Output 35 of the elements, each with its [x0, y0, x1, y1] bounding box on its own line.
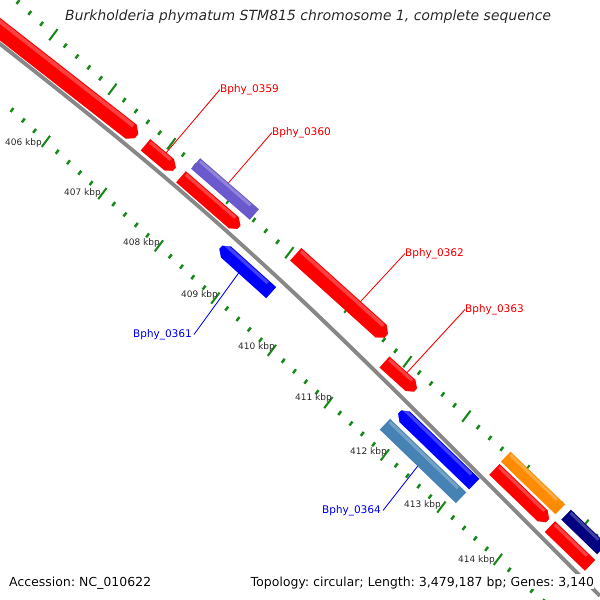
title: Burkholderia phymatum STM815 chromosome 1, complete sequence — [65, 8, 552, 24]
gene-label: Bphy_0363 — [465, 303, 524, 316]
leader-line — [359, 253, 406, 303]
gene-label: Bphy_0364 — [322, 504, 381, 517]
position-label: 406 kbp — [5, 138, 42, 149]
gene-feature — [489, 464, 550, 522]
position-label: 408 kbp — [123, 238, 160, 249]
leader-line — [227, 132, 272, 184]
gene-feature — [561, 510, 600, 554]
accession-text: Accession: NC_010622 — [9, 574, 152, 589]
leader-line — [164, 89, 220, 154]
gene-feature — [398, 408, 480, 490]
gene-feature — [219, 244, 276, 298]
position-label: 410 kbp — [238, 342, 275, 353]
leader-line — [406, 309, 466, 374]
gene-feature — [379, 356, 418, 392]
summary-text: Topology: circular; Length: 3,479,187 bp; Genes: 3,140 — [250, 574, 594, 589]
position-label: 411 kbp — [295, 393, 332, 404]
gene-label: Bphy_0360 — [272, 126, 331, 139]
gene-label: Bphy_0362 — [405, 247, 464, 260]
position-label: 412 kbp — [350, 447, 387, 458]
position-label: 413 kbp — [404, 500, 441, 511]
gene-feature — [190, 158, 260, 220]
position-label: 414 kbp — [458, 555, 495, 566]
position-label: 407 kbp — [64, 188, 101, 199]
gene-feature — [290, 248, 388, 338]
gene-feature — [500, 452, 566, 514]
gene-label: Bphy_0361 — [133, 328, 192, 341]
gene-label: Bphy_0359 — [220, 83, 279, 96]
leader-line — [194, 272, 240, 335]
gene-feature — [544, 521, 596, 571]
position-label: 409 kbp — [181, 290, 218, 301]
gene-feature — [140, 139, 176, 171]
gene-feature — [176, 171, 241, 229]
leader-line — [382, 464, 420, 511]
